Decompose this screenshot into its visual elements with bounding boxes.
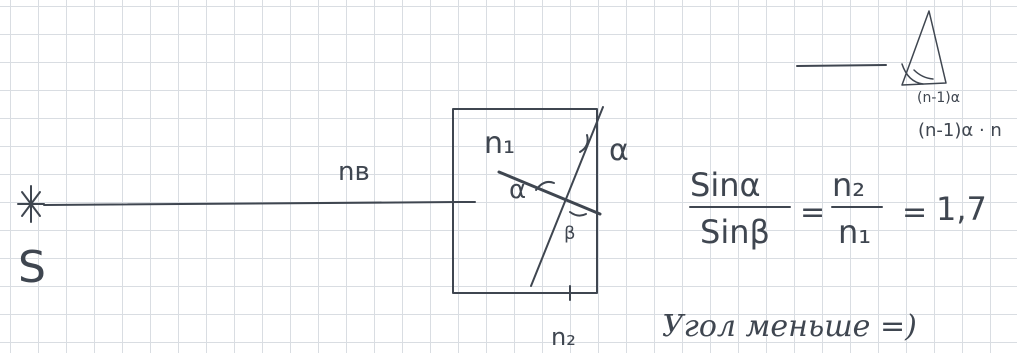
ratio-value: 1,7 [936,190,987,228]
alpha-inner-arc [535,180,555,191]
source-label: S [18,242,46,293]
incident-ray [43,201,461,206]
inset-label-product: (n-1)α · n [918,120,1002,141]
medium-label: nв [338,157,370,187]
inset-label-angle: (n-1)α [917,90,960,106]
normal-line [530,106,604,287]
alpha-inner-label: α [509,175,526,205]
beta-arc [569,211,587,217]
alpha-outer-arc [579,134,589,153]
prism-inset [796,10,947,86]
glass-block [452,108,598,294]
n2-label: n₂ [551,323,576,351]
refracted-ray [497,170,602,216]
ratio-denominator: Sinβ [700,213,770,251]
alpha-outer-label: α [609,133,629,168]
conclusion-text: Угол меньше =) [662,309,917,344]
index-numerator: n₂ [832,166,865,204]
equals-sign-1: = [800,195,825,230]
beta-label: β [564,223,576,244]
light-source-star [17,185,45,223]
equals-sign-2: = [902,195,927,230]
n1-label: n₁ [484,126,515,161]
index-denominator: n₁ [838,213,871,251]
ratio-numerator: Sinα [690,166,761,204]
